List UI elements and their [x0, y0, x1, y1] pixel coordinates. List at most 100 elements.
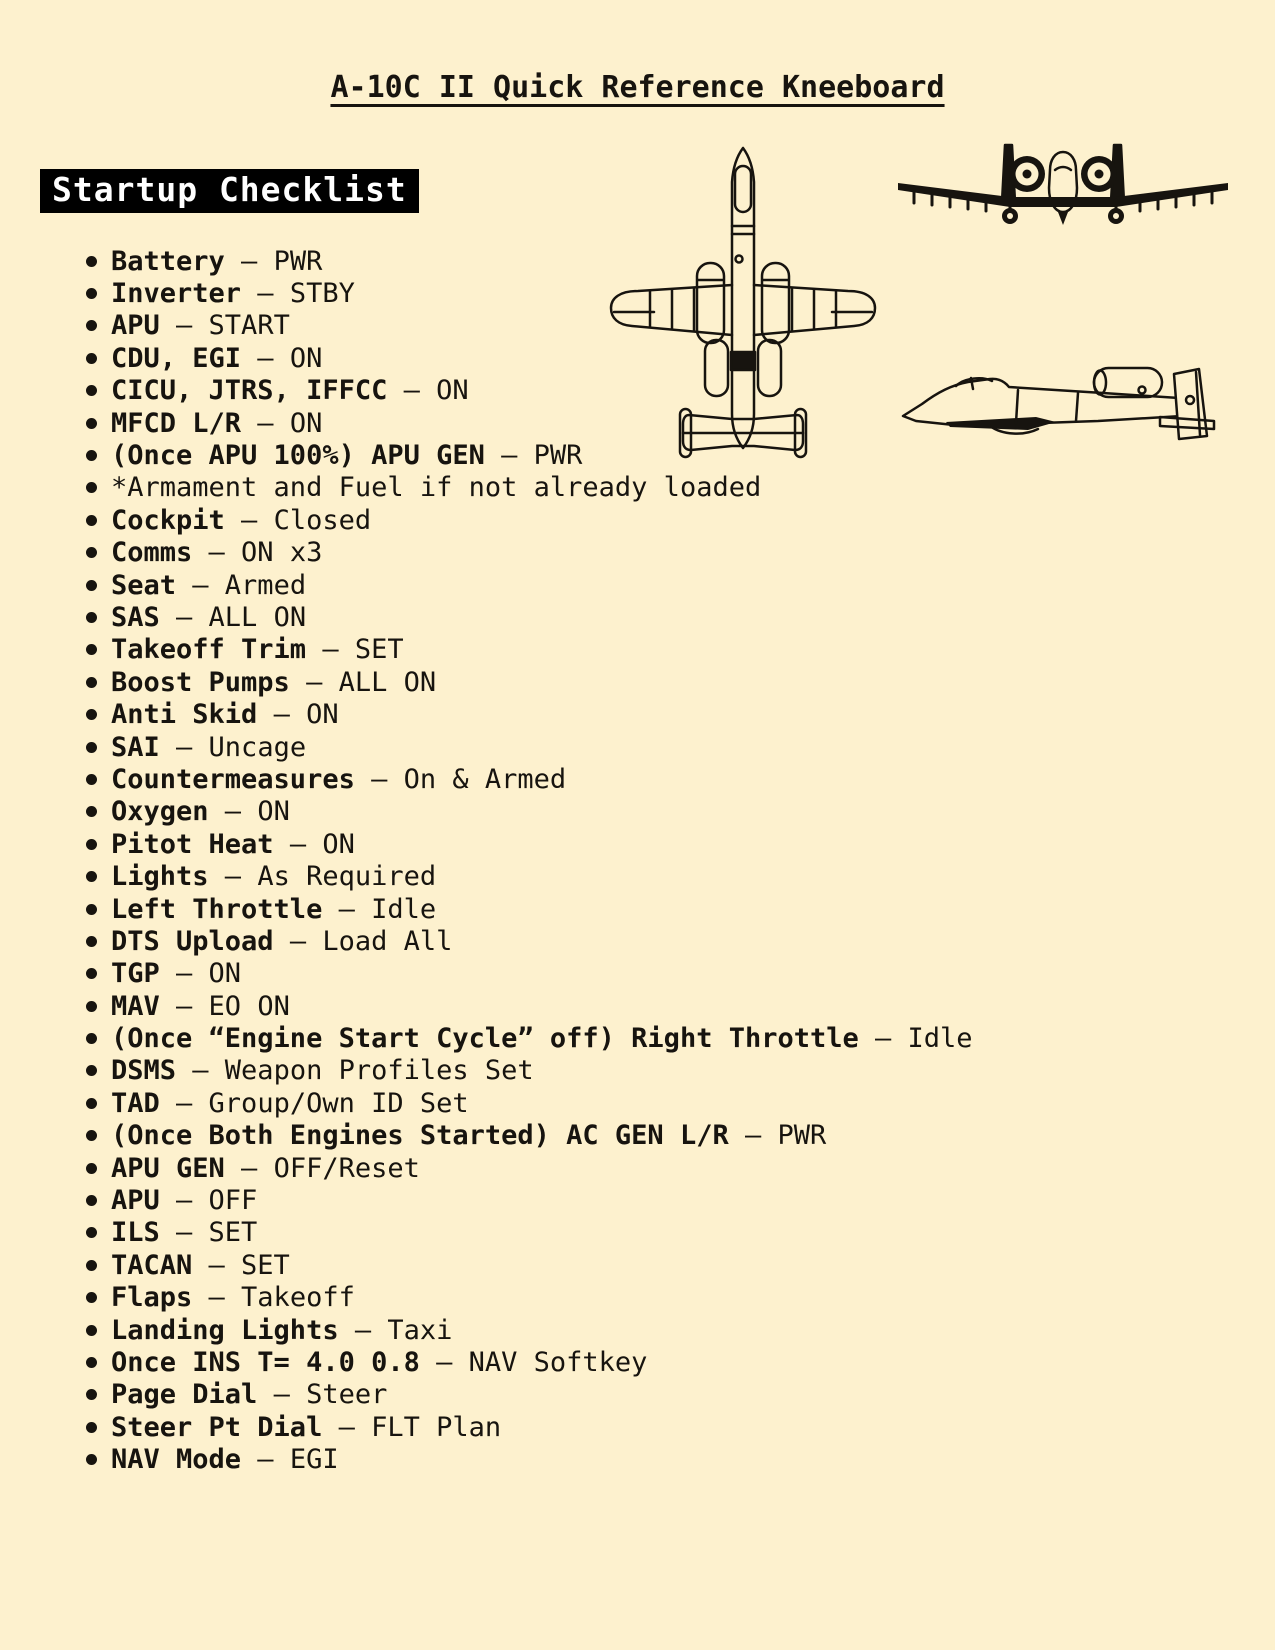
checklist-item-value: – ON x3 [192, 537, 323, 569]
checklist-item-label: Battery [111, 245, 225, 277]
checklist-item: Seat – Armed [86, 569, 973, 601]
checklist-item: *Armament and Fuel if not already loaded [86, 472, 973, 504]
bullet-icon [86, 255, 97, 267]
checklist-item: Steer Pt Dial – FLT Plan [86, 1411, 973, 1443]
checklist-item-label: (Once “Engine Start Cycle” off) Right Th… [111, 1023, 859, 1055]
checklist-item-text: (Once “Engine Start Cycle” off) Right Th… [111, 1023, 973, 1054]
checklist-item-label: APU [111, 310, 160, 342]
bullet-icon [86, 1292, 97, 1304]
page-title: A-10C II Quick Reference Kneeboard [0, 70, 1275, 105]
checklist-item-value: – Armed [176, 569, 307, 601]
checklist-item-label: Flaps [111, 1282, 193, 1314]
bullet-icon [86, 1454, 97, 1466]
checklist-item-text: Flaps – Takeoff [111, 1282, 355, 1313]
checklist-item-label: (Once APU 100%) APU GEN [111, 440, 485, 472]
checklist-item-label: CICU, JTRS, IFFCC [111, 375, 388, 407]
bullet-icon [86, 871, 97, 883]
checklist-item-text: ILS – SET [111, 1217, 257, 1248]
bullet-icon [86, 838, 97, 850]
checklist-item-label: MFCD L/R [111, 407, 242, 439]
checklist-item-text: (Once APU 100%) APU GEN – PWR [111, 440, 582, 471]
checklist-item-text: Oxygen – ON [111, 796, 290, 827]
bullet-icon [86, 1033, 97, 1045]
checklist-item-label: Inverter [111, 278, 242, 310]
checklist-item-value: – Closed [224, 504, 372, 536]
checklist-item-text: CICU, JTRS, IFFCC – ON [111, 375, 469, 406]
checklist-item-text: *Armament and Fuel if not already loaded [111, 472, 761, 503]
checklist-item: TACAN – SET [86, 1249, 973, 1281]
checklist-item: NAV Mode – EGI [86, 1443, 973, 1475]
bullet-icon [86, 288, 97, 300]
checklist-item-text: CDU, EGI – ON [111, 343, 322, 374]
checklist-item: Flaps – Takeoff [86, 1282, 973, 1314]
bullet-icon [86, 482, 97, 494]
checklist-item-text: (Once Both Engines Started) AC GEN L/R –… [111, 1120, 826, 1151]
checklist-item-text: MAV – EO ON [111, 991, 290, 1022]
bullet-icon [86, 1227, 97, 1239]
section-heading: Startup Checklist [40, 169, 419, 213]
checklist-item: (Once Both Engines Started) AC GEN L/R –… [86, 1120, 973, 1152]
checklist-item: Takeoff Trim – SET [86, 634, 973, 666]
bullet-icon [86, 450, 97, 462]
bullet-icon [86, 1195, 97, 1207]
bullet-icon [86, 320, 97, 332]
checklist-item-label: Boost Pumps [111, 666, 290, 698]
checklist-item-text: Pitot Heat – ON [111, 829, 355, 860]
checklist-item-label: TGP [111, 958, 160, 990]
checklist-item-value: – ALL ON [159, 601, 307, 633]
checklist-item-value: – OFF/Reset [224, 1152, 420, 1184]
checklist-item: Countermeasures – On & Armed [86, 763, 973, 795]
checklist-item-value: – Idle [322, 893, 437, 925]
checklist-item: TAD – Group/Own ID Set [86, 1087, 973, 1119]
checklist-item-value: – PWR [728, 1120, 827, 1152]
checklist-item-text: NAV Mode – EGI [111, 1444, 339, 1475]
bullet-icon [86, 547, 97, 559]
bullet-icon [86, 1065, 97, 1077]
checklist-item-label: (Once Both Engines Started) AC GEN L/R [111, 1120, 729, 1152]
checklist-item-value: – ON [387, 375, 469, 407]
bullet-icon [86, 579, 97, 591]
bullet-icon [86, 1356, 97, 1368]
checklist-item-text: Takeoff Trim – SET [111, 634, 404, 665]
checklist-item-value: – EGI [241, 1444, 339, 1476]
checklist-item-label: NAV Mode [111, 1444, 242, 1476]
checklist-item-text: TACAN – SET [111, 1250, 290, 1281]
checklist-item-text: APU – OFF [111, 1185, 257, 1216]
bullet-icon [86, 1259, 97, 1271]
bullet-icon [86, 417, 97, 429]
checklist-item-text: Steer Pt Dial – FLT Plan [111, 1412, 501, 1443]
bullet-icon [86, 1421, 97, 1433]
checklist-item-label: Comms [111, 537, 193, 569]
checklist-item-label: Pitot Heat [111, 828, 274, 860]
checklist-item: DSMS – Weapon Profiles Set [86, 1055, 973, 1087]
checklist-item: SAS – ALL ON [86, 601, 973, 633]
checklist-item-value: – Uncage [159, 731, 307, 763]
aircraft-side-view [903, 368, 1214, 439]
checklist-item-text: Countermeasures – On & Armed [111, 764, 566, 795]
checklist-item: Once INS T= 4.0 0.8 – NAV Softkey [86, 1346, 973, 1378]
checklist-item-label: DTS Upload [111, 925, 274, 957]
checklist-item-label: ILS [111, 1217, 160, 1249]
checklist-item-value: – Steer [257, 1379, 388, 1411]
checklist-item-label: MAV [111, 990, 160, 1022]
checklist-item-value: – On & Armed [354, 763, 567, 795]
checklist-item-value: – START [159, 310, 290, 342]
startup-checklist: Battery – PWR Inverter – STBY APU – STAR… [0, 245, 973, 1476]
checklist-item: (Once “Engine Start Cycle” off) Right Th… [86, 1022, 973, 1054]
checklist-item: Inverter – STBY [86, 277, 973, 309]
checklist-item: APU GEN – OFF/Reset [86, 1152, 973, 1184]
checklist-item-label: DSMS [111, 1055, 177, 1087]
bullet-icon [86, 1097, 97, 1109]
checklist-item-text: Once INS T= 4.0 0.8 – NAV Softkey [111, 1347, 647, 1378]
checklist-item-value: – Weapon Profiles Set [176, 1055, 534, 1087]
bullet-icon [86, 352, 97, 364]
checklist-item-label: TACAN [111, 1249, 193, 1281]
checklist-item: CICU, JTRS, IFFCC – ON [86, 375, 973, 407]
checklist-item-label: Lights [111, 861, 209, 893]
checklist-item-value: – ON [159, 958, 242, 990]
checklist-item-label: Anti Skid [111, 699, 258, 731]
checklist-item-value: – SET [159, 1217, 258, 1249]
checklist-item: APU – OFF [86, 1184, 973, 1216]
checklist-item-value: – EO ON [159, 990, 290, 1022]
